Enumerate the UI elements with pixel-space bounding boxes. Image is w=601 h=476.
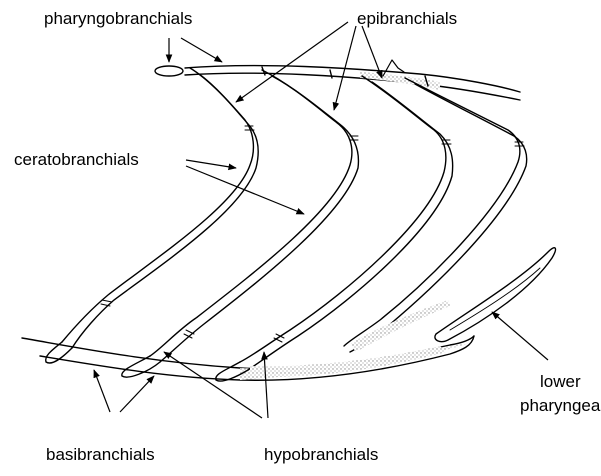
label-hypobranchials: hypobranchials xyxy=(264,445,378,465)
label-lower-pharyngeal-line2: pharyngeal xyxy=(520,396,601,416)
label-ceratobranchials: ceratobranchials xyxy=(14,150,139,170)
arrow-epi-1 xyxy=(236,22,348,102)
arrow-basi-1 xyxy=(94,370,110,412)
arrow-lower-pharyngeal xyxy=(492,312,548,360)
gill-arch-2 xyxy=(122,70,359,377)
arrow-basi-2 xyxy=(120,376,154,412)
arrow-cerato-2 xyxy=(186,166,304,214)
gill-arch-1 xyxy=(46,68,258,363)
upper-pharyngobranchial-row xyxy=(185,66,520,100)
lower-pharyngeal-bone xyxy=(435,248,556,342)
label-epibranchials: epibranchials xyxy=(357,9,457,29)
arrow-hypo-1 xyxy=(164,352,262,418)
label-lower-pharyngeal-line1: lower xyxy=(540,372,581,392)
arrow-pharyngo-2 xyxy=(181,38,222,62)
label-pharyngobranchials: pharyngobranchials xyxy=(44,9,192,29)
label-basibranchials: basibranchials xyxy=(46,445,155,465)
arrow-cerato-1 xyxy=(186,160,236,168)
pharyngobranchial-element xyxy=(155,66,183,76)
gill-arch-4 xyxy=(344,78,527,352)
arrow-hypo-2 xyxy=(264,352,268,418)
